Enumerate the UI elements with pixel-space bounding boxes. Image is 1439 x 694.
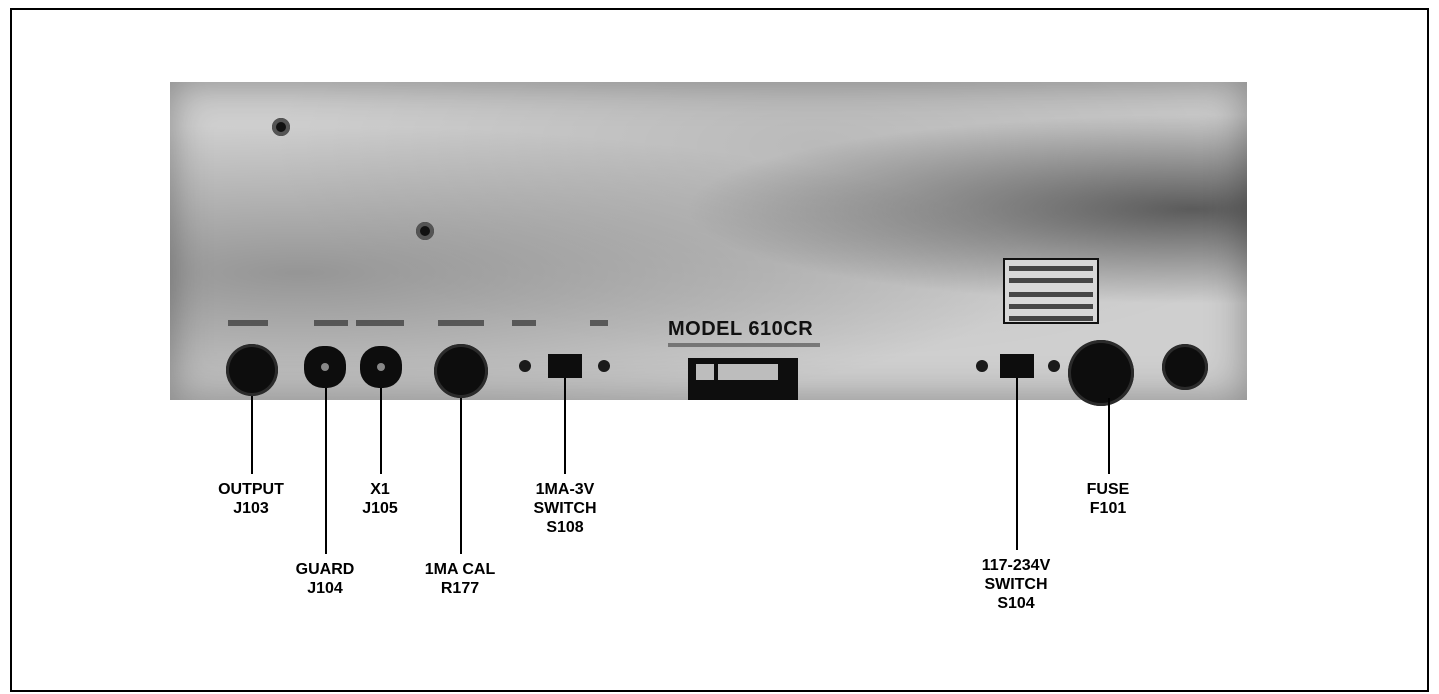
panel-engraving — [438, 320, 484, 326]
callout-line: 1MA CAL — [424, 561, 496, 578]
callout-line: J104 — [307, 580, 343, 597]
callout-line: GUARD — [295, 561, 355, 578]
nameplate-label — [718, 364, 778, 380]
indicator-dot-icon — [598, 360, 610, 372]
cal-leader-line — [460, 398, 462, 554]
panel-engraving — [228, 320, 268, 326]
panel-engraving — [512, 320, 536, 326]
callout-fuse: FUSE F101 — [1060, 480, 1156, 518]
output-connector-icon — [226, 344, 278, 396]
callout-line: S108 — [546, 519, 584, 536]
callout-s104: 117-234V SWITCH S104 — [956, 556, 1076, 613]
callout-line: S104 — [997, 595, 1035, 612]
fuse-holder-icon — [1068, 340, 1134, 406]
callout-line: R177 — [440, 580, 480, 597]
line-voltage-switch-icon — [1000, 354, 1034, 378]
power-connector-icon — [1162, 344, 1208, 390]
indicator-dot-icon — [519, 360, 531, 372]
panel-screw-icon — [416, 222, 434, 240]
indicator-dot-icon — [1048, 360, 1060, 372]
panel-screw-icon — [272, 118, 290, 136]
rear-panel-photo — [170, 82, 1247, 400]
callout-x1: X1 J105 — [340, 480, 420, 518]
x1-leader-line — [380, 388, 382, 474]
line-voltage-table — [1003, 258, 1099, 324]
panel-engraving — [356, 320, 404, 326]
cal-potentiometer-icon — [434, 344, 488, 398]
guard-leader-line — [325, 388, 327, 554]
indicator-dot-icon — [976, 360, 988, 372]
model-subtext — [668, 343, 820, 347]
callout-line: SWITCH — [533, 500, 597, 517]
range-switch-icon — [548, 354, 582, 378]
callout-s108: 1MA-3V SWITCH S108 — [505, 480, 625, 537]
callout-line: OUTPUT — [218, 481, 284, 498]
x1-connector-icon — [360, 346, 402, 388]
callout-line: F101 — [1089, 500, 1127, 517]
model-label: MODEL 610CR — [668, 318, 814, 340]
callout-line: J105 — [362, 500, 398, 517]
callout-line: SWITCH — [984, 576, 1048, 593]
callout-line: 1MA-3V — [535, 481, 595, 498]
guard-connector-icon — [304, 346, 346, 388]
s108-leader-line — [564, 378, 566, 474]
callout-line: X1 — [370, 481, 390, 498]
callout-guard: GUARD J104 — [270, 560, 380, 598]
callout-cal: 1MA CAL R177 — [400, 560, 520, 598]
panel-engraving — [590, 320, 608, 326]
callout-line: 117-234V — [981, 557, 1051, 574]
output-leader-line — [251, 396, 253, 474]
callout-line: FUSE — [1086, 481, 1130, 498]
nameplate — [688, 358, 798, 400]
logo-icon — [696, 364, 714, 380]
panel-engraving — [314, 320, 348, 326]
callout-line: J103 — [233, 500, 269, 517]
callout-output: OUTPUT J103 — [196, 480, 306, 518]
fuse-leader-line — [1108, 398, 1110, 474]
s104-leader-line — [1016, 378, 1018, 550]
